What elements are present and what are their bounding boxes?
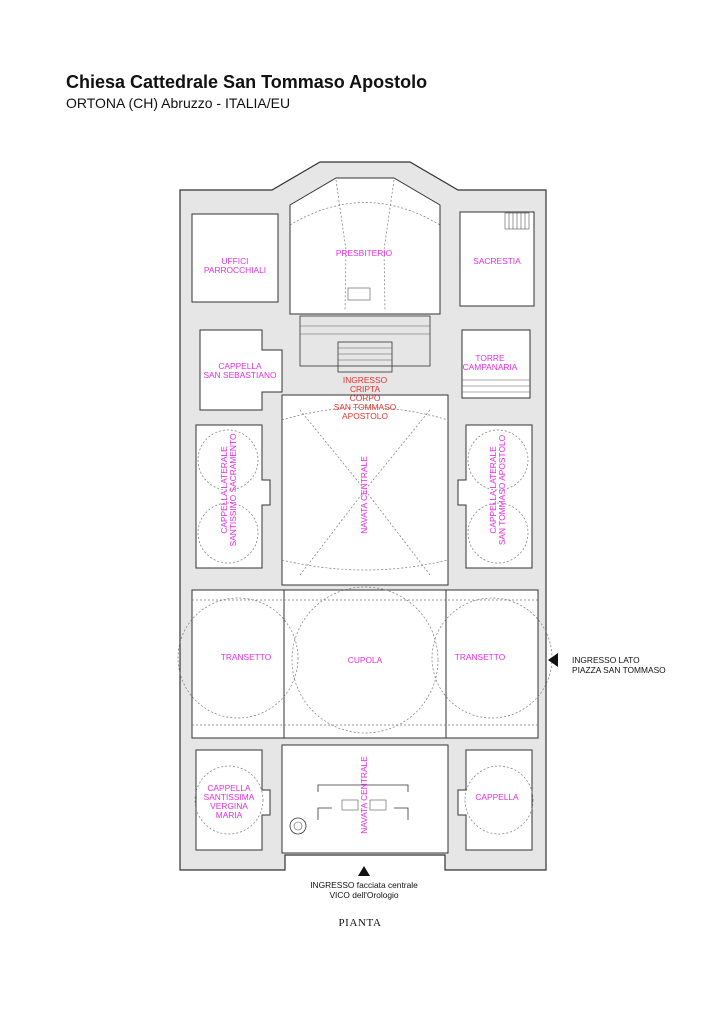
label-presbiterio: PRESBITERIO <box>336 248 393 258</box>
room-cappella-destra <box>457 749 533 851</box>
label-cappella-apostolo-1: CAPPELLA LATERALE <box>488 446 498 534</box>
stairs-sacrestia <box>504 212 530 230</box>
room-transetto-sinistro <box>191 589 285 739</box>
label-cripta-4: SAN TOMMASO <box>334 402 397 412</box>
entrance-arrow-icon <box>548 653 558 667</box>
label-ingresso-front-1: INGRESSO facciata centrale <box>310 880 418 890</box>
presbiterio-steps <box>299 315 431 373</box>
label-cappella-sacramento-1: CAPPELLA LATERALE <box>219 446 229 534</box>
label-cappella-seb-1: CAPPELLA <box>218 361 262 371</box>
label-cripta-1: INGRESSO <box>343 375 388 385</box>
room-sacrestia <box>459 211 535 307</box>
room-uffici <box>191 213 279 303</box>
room-torre-campanaria <box>461 329 531 399</box>
label-torre-1: TORRE <box>475 353 505 363</box>
label-cappella-vergine-4: MARIA <box>216 810 243 820</box>
label-ingresso-lato-1: INGRESSO LATO <box>572 655 640 665</box>
page-title: Chiesa Cattedrale San Tommaso Apostolo <box>66 72 428 92</box>
spiral-stair-icon <box>289 817 307 835</box>
room-presbiterio <box>289 177 441 315</box>
label-cappella-seb-2: SAN SEBASTIANO <box>203 370 277 380</box>
room-navata-centrale-ingresso <box>281 744 449 854</box>
room-cappella-vergine <box>195 749 271 851</box>
narthex <box>317 784 409 820</box>
label-cupola: CUPOLA <box>348 655 383 665</box>
label-torre-2: CAMPANARIA <box>463 362 518 372</box>
label-cappella-right: CAPPELLA <box>475 792 519 802</box>
label-cappella-vergine-1: CAPPELLA <box>207 783 251 793</box>
cupola-dome <box>291 586 439 734</box>
front-entrance-arrow-icon <box>358 866 370 876</box>
altar <box>347 287 371 301</box>
label-uffici-1: UFFICI <box>222 256 249 266</box>
label-uffici-2: PARROCCHIALI <box>204 265 266 275</box>
label-transetto-right: TRANSETTO <box>455 652 506 662</box>
label-ingresso-lato-2: PIAZZA SAN TOMMASO <box>572 665 666 675</box>
label-cappella-vergine-3: VERGINA <box>210 801 248 811</box>
label-cripta-5: APOSTOLO <box>342 411 388 421</box>
label-cappella-sacramento-2: SANTISSIMO SACRAMENTO <box>228 433 238 546</box>
label-cappella-apostolo-2: SAN TOMMASO APOSTOLO <box>497 434 507 545</box>
room-transetto-destro <box>445 589 539 739</box>
room-navata-centrale <box>281 394 449 586</box>
label-cripta-3: CORPO <box>350 393 381 403</box>
plan-label: PIANTA <box>338 917 381 929</box>
stairs-torre <box>462 379 530 393</box>
label-sacrestia: SACRESTIA <box>473 256 521 266</box>
label-cappella-vergine-2: SANTISSIMA <box>204 792 255 802</box>
label-navata-bottom: NAVATA CENTRALE <box>359 756 369 834</box>
room-cupola <box>283 589 447 739</box>
label-transetto-left: TRANSETTO <box>221 652 272 662</box>
label-ingresso-front-2: VICO dell'Orologio <box>329 890 398 900</box>
page-subtitle: ORTONA (CH) Abruzzo - ITALIA/EU <box>66 95 291 111</box>
room-cappella-san-sebastiano <box>199 329 283 411</box>
room-cappella-apostolo <box>457 424 533 569</box>
label-cripta-2: CRIPTA <box>350 384 381 394</box>
room-cappella-sacramento <box>195 424 271 569</box>
label-navata-top: NAVATA CENTRALE <box>359 456 369 534</box>
